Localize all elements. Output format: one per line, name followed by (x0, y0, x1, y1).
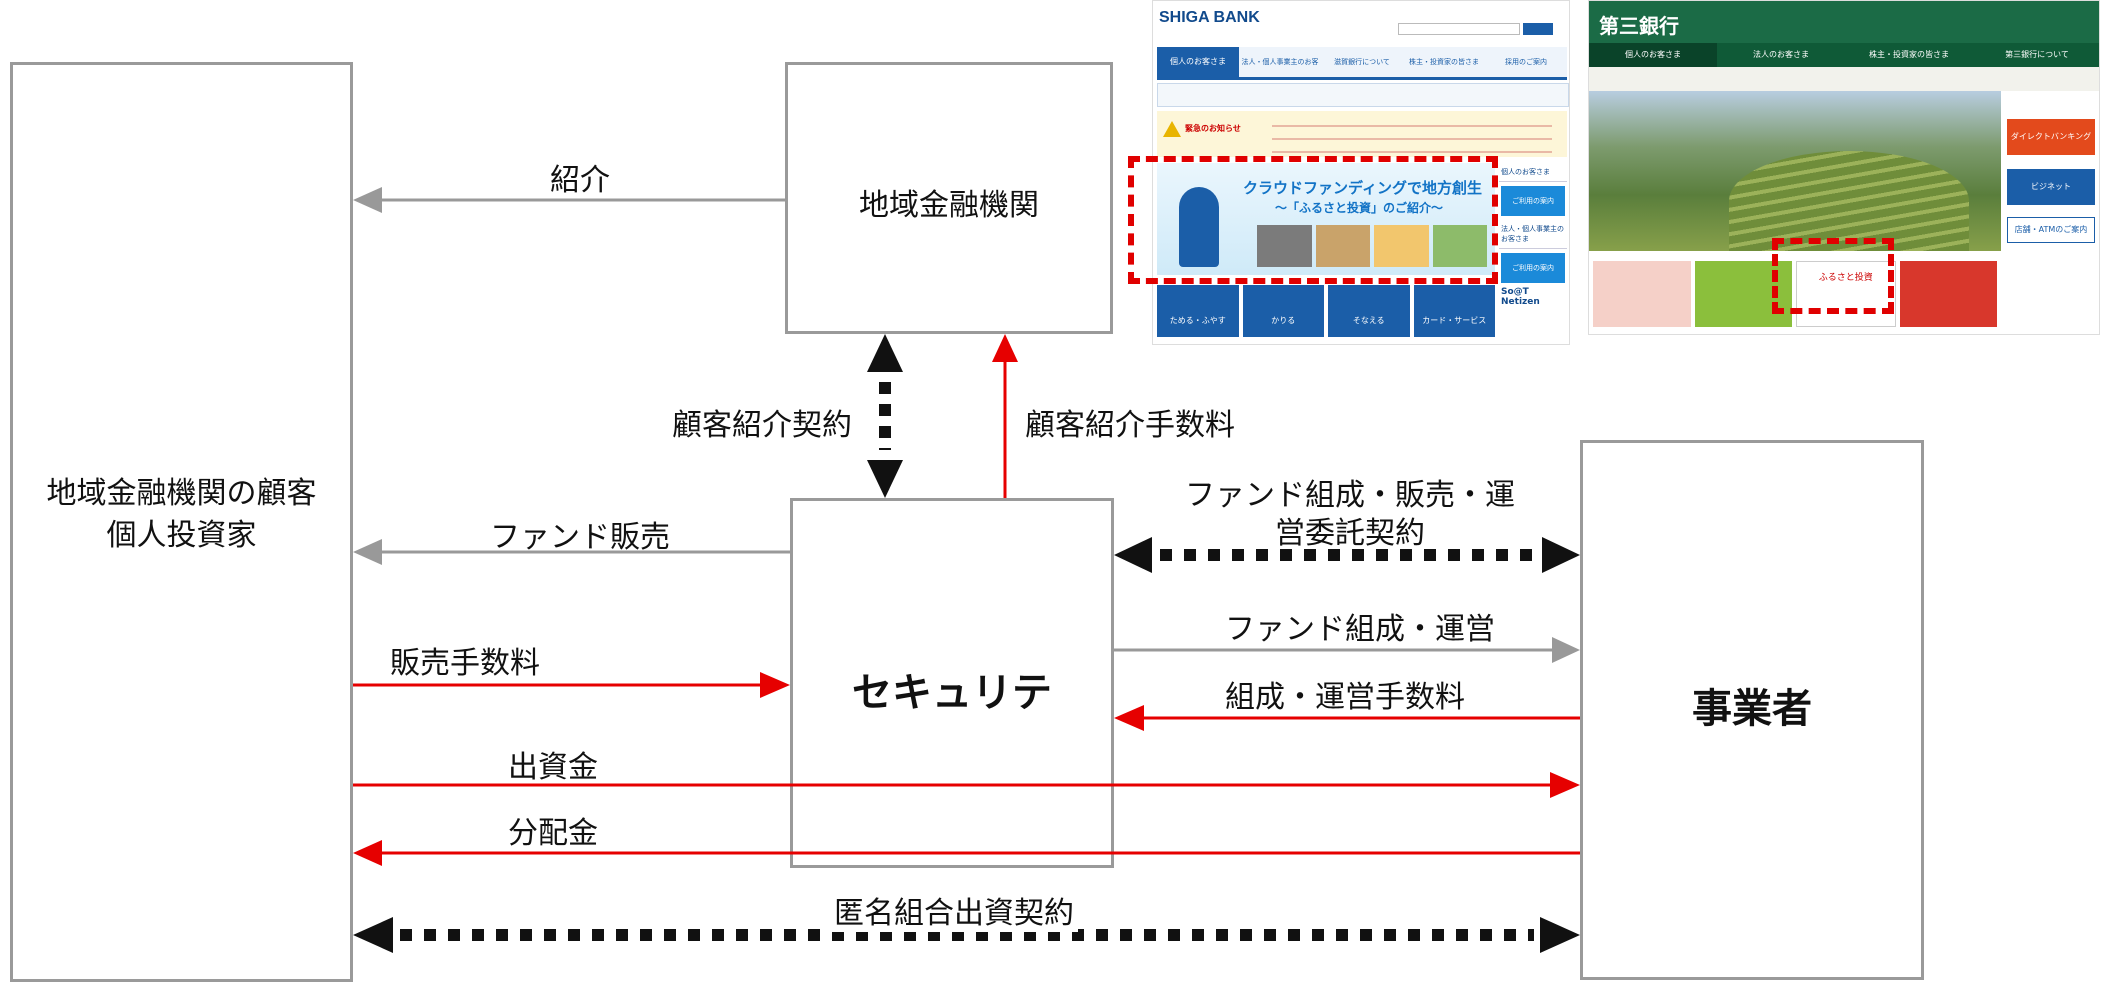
daisan-header: 第三銀行 (1589, 1, 2099, 43)
shiga-side-button-1: ご利用の案内 (1501, 253, 1565, 283)
distribution-arrow (353, 840, 1580, 866)
referral-fee-label: 顧客紹介手数料 (1025, 408, 1235, 443)
shiga-banner: クラウドファンディングで地方創生 〜「ふるさと投資」のご紹介〜 (1157, 163, 1495, 275)
operation-fee-arrow (1114, 705, 1580, 731)
notice-lines (1272, 117, 1552, 153)
flow-arrows (353, 187, 1580, 953)
daisan-side-btn-1: ビジネット (2007, 169, 2095, 205)
shiga-tab-4: 採用のご案内 (1505, 58, 1547, 66)
fund-operation-arrow (1114, 637, 1580, 663)
silent-partnership-arrow (353, 917, 1580, 953)
daisan-banner-highlight (1772, 238, 1894, 314)
shiga-banner-highlight (1128, 156, 1498, 284)
shiga-tile-3: カード・サービス (1413, 285, 1495, 337)
referral-fee-arrow (992, 334, 1018, 498)
daisan-tab-2: 株主・投資家の皆さま (1869, 50, 1949, 59)
distribution-label: 分配金 (508, 816, 598, 851)
referral-contract-arrow (867, 334, 903, 498)
shiga-notice-label: 緊急のお知らせ (1185, 124, 1241, 133)
sales-fee-arrow (353, 672, 790, 698)
fund-contract-arrow (1114, 537, 1580, 573)
terrace-hill (1729, 151, 1969, 251)
notice-icon (1163, 121, 1181, 137)
shiga-netizen: So@T Netizen (1501, 287, 1540, 307)
daisan-tabbar: 個人のお客さま 法人のお客さま 株主・投資家の皆さま 第三銀行について (1589, 43, 2099, 67)
fund-contract-label-line2: 営委託契約 (1275, 516, 1425, 551)
shiga-side-panel: 個人のお客さま ご利用の案内 法人・個人事業主のお客さま ご利用の案内 So@T… (1499, 163, 1567, 338)
daisan-furusato-banner: ふるさと投資 (1796, 261, 1896, 327)
fund-sales-label: ファンド販売 (490, 520, 670, 555)
referral-contract-label: 顧客紹介契約 (672, 408, 852, 443)
customer-label-line2: 個人投資家 (106, 518, 257, 553)
fund-sales-arrow (353, 539, 790, 565)
shiga-side-label-1: 法人・個人事業主のお客さま (1499, 220, 1567, 249)
fund-operation-label: ファンド組成・運営 (1225, 612, 1495, 647)
photo-strip (1257, 225, 1487, 267)
shiga-subnav (1157, 83, 1569, 107)
regional-bank-box (785, 62, 1113, 334)
shiga-bottom-tiles: ためる・ふやす かりる そなえる カード・サービス (1157, 285, 1495, 337)
shiga-banner-line2: 〜「ふるさと投資」のご紹介〜 (1275, 201, 1444, 215)
shiga-tile-0: ためる・ふやす (1157, 285, 1239, 337)
daisan-side-btn-0: ダイレクトバンキング (2007, 119, 2095, 155)
daisan-tab-0: 個人のお客さま (1589, 43, 1717, 67)
shiga-notice: 緊急のお知らせ (1157, 111, 1567, 157)
shiga-bank-search (1398, 23, 1520, 35)
security-box (790, 498, 1114, 868)
daisan-logo: 第三銀行 (1599, 14, 1679, 38)
daisan-subnav (1589, 67, 2099, 92)
security-label: セキュリテ (852, 670, 1052, 716)
customer-box (10, 62, 353, 982)
introduction-label: 紹介 (550, 163, 610, 198)
operation-fee-label: 組成・運営手数料 (1225, 680, 1465, 715)
shiga-bank-search-btn (1523, 23, 1553, 35)
shiga-tab-3: 株主・投資家の皆さま (1409, 58, 1479, 66)
sales-fee-label: 販売手数料 (390, 646, 540, 681)
shiga-bank-screenshot: SHIGA BANK 個人のお客さま 法人・個人事業主のお客さま 滋賀銀行につい… (1152, 0, 1570, 345)
regional-bank-label: 地域金融機関 (859, 188, 1039, 223)
daisan-tab-3: 第三銀行について (2005, 50, 2069, 59)
person-illustration (1179, 187, 1219, 267)
daisan-landscape (1589, 91, 2001, 251)
shiga-banner-line1: クラウドファンディングで地方創生 (1243, 179, 1482, 197)
investment-label: 出資金 (508, 750, 598, 785)
shiga-tile-2: そなえる (1328, 285, 1410, 337)
customer-label-line1: 地域金融機関の顧客 (46, 476, 317, 511)
shiga-tab-1: 法人・個人事業主のお客さま (1241, 58, 1319, 66)
shiga-tab-0: 個人のお客さま (1157, 47, 1239, 77)
shiga-bank-logo: SHIGA BANK (1159, 9, 1260, 26)
shiga-side-button-0: ご利用の案内 (1501, 186, 1565, 216)
investment-arrow (353, 772, 1580, 798)
business-label: 事業者 (1692, 686, 1812, 732)
daisan-tab-1: 法人のお客さま (1753, 50, 1809, 59)
daisan-side-panel: ダイレクトバンキング ビジネット 店舗・ATMのご案内 (2001, 91, 2099, 334)
shiga-side-label-0: 個人のお客さま (1499, 163, 1567, 182)
introduction-arrow (353, 187, 785, 213)
daisan-side-btn-2: 店舗・ATMのご案内 (2007, 217, 2095, 243)
shiga-tab-2: 滋賀銀行について (1334, 58, 1390, 66)
silent-partnership-label: 匿名組合出資契約 (830, 888, 1078, 932)
fund-contract-label-line1: ファンド組成・販売・運 (1185, 478, 1515, 513)
shiga-bank-tabbar: 個人のお客さま 法人・個人事業主のお客さま 滋賀銀行について 株主・投資家の皆さ… (1157, 47, 1567, 80)
shiga-tile-1: かりる (1242, 285, 1324, 337)
